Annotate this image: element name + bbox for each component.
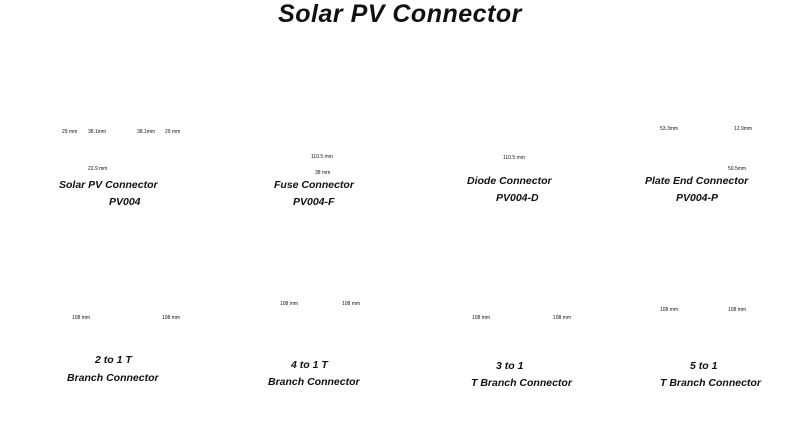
branch-4to1-dim-2: 108 mm — [342, 301, 361, 307]
diode-name: Diode Connector — [467, 175, 552, 187]
branch-5to1-dim-1: 108 mm — [660, 307, 679, 313]
plate-name: Plate End Connector — [645, 175, 749, 187]
pv004-dim-1: 29 mm — [62, 129, 78, 135]
branch-5to1-name: 5 to 1 — [690, 360, 718, 372]
plate-dim-1: 53.3mm — [660, 126, 679, 132]
plate-dim-2: 12.9mm — [734, 126, 753, 132]
pv004-dim-2: 38.1mm — [88, 129, 107, 135]
fuse-code: PV004-F — [293, 196, 335, 208]
diode-code: PV004-D — [496, 192, 539, 204]
branch-2to1-code: Branch Connector — [67, 372, 159, 384]
branch-3to1-code: T Branch Connector — [471, 377, 572, 389]
plate-code: PV004-P — [676, 192, 719, 204]
page-title: Solar PV Connector — [278, 0, 522, 28]
branch-4to1-dim-1: 108 mm — [280, 301, 299, 307]
pv004-dim-5: 22.9 mm — [88, 166, 108, 172]
branch-2to1-dim-2: 108 mm — [162, 315, 181, 321]
fuse-dim-fuse: 38 mm — [315, 170, 331, 176]
pv004-dim-3: 38.1mm — [137, 129, 156, 135]
plate-dim-3: 50.5mm — [728, 166, 747, 172]
branch-5to1-dim-2: 108 mm — [728, 307, 747, 313]
fuse-name: Fuse Connector — [274, 179, 354, 191]
branch-5to1-code: T Branch Connector — [660, 377, 761, 389]
branch-3to1-dim-1: 108 mm — [472, 315, 491, 321]
branch-3to1-name: 3 to 1 — [496, 360, 524, 372]
branch-4to1-code: Branch Connector — [268, 376, 360, 388]
diode-dim-length: 110.5 mm — [503, 155, 525, 161]
pv004-name: Solar PV Connector — [59, 179, 158, 191]
branch-4to1-name: 4 to 1 T — [291, 359, 328, 371]
fuse-dim-length: 110.5 mm — [311, 154, 333, 160]
branch-2to1-name: 2 to 1 T — [95, 354, 132, 366]
branch-3to1-dim-2: 108 mm — [553, 315, 572, 321]
pv004-code: PV004 — [109, 196, 141, 208]
branch-2to1-dim-1: 108 mm — [72, 315, 91, 321]
pv004-dim-4: 29 mm — [165, 129, 181, 135]
